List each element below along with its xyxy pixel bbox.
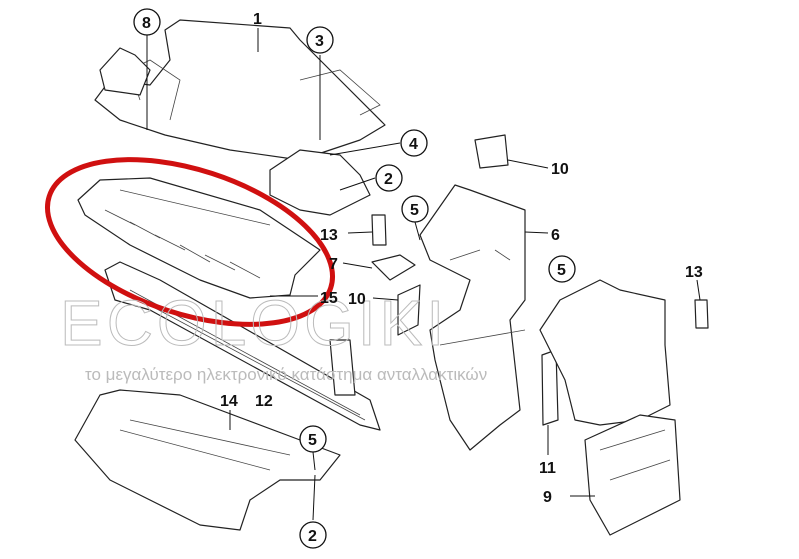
- part-13-clip: [371, 214, 387, 246]
- label-15: 15: [320, 290, 338, 307]
- part-10-clip: [474, 134, 509, 169]
- part-15-tray: [77, 177, 321, 299]
- part-2-bracket: [269, 149, 371, 216]
- part-6-pillar: [419, 184, 526, 451]
- label-2-upper: 2: [384, 171, 393, 188]
- label-5-lower: 5: [308, 432, 317, 449]
- label-3: 3: [315, 33, 324, 50]
- label-1: 1: [253, 11, 262, 28]
- part-14-tray: [74, 389, 341, 531]
- label-10-upper: 10: [551, 161, 569, 178]
- label-4: 4: [409, 136, 418, 153]
- label-10-lower: 10: [348, 291, 366, 308]
- label-6: 6: [551, 227, 560, 244]
- watermark-subtitle: το μεγαλύτερο ηλεκτρονικό κατάστημα αντα…: [85, 365, 487, 384]
- part-5-pillar-right: [539, 279, 671, 426]
- label-14: 14: [220, 393, 238, 410]
- label-12: 12: [255, 393, 273, 410]
- label-5-right: 5: [557, 262, 566, 279]
- highlight-ellipse: [44, 157, 336, 327]
- label-13-left: 13: [320, 227, 338, 244]
- label-13-right: 13: [685, 264, 703, 281]
- part-12-strip: [104, 261, 381, 431]
- part-8-bracket: [99, 47, 151, 96]
- label-7: 7: [329, 256, 338, 273]
- watermark-logo: ECOLOGIKI: [60, 287, 448, 359]
- label-9: 9: [543, 489, 552, 506]
- part-7-clip: [371, 254, 416, 281]
- label-8: 8: [142, 15, 151, 32]
- label-5-upper: 5: [410, 202, 419, 219]
- label-11: 11: [539, 460, 556, 477]
- part-9-panel: [584, 414, 681, 536]
- label-2-lower: 2: [308, 528, 317, 545]
